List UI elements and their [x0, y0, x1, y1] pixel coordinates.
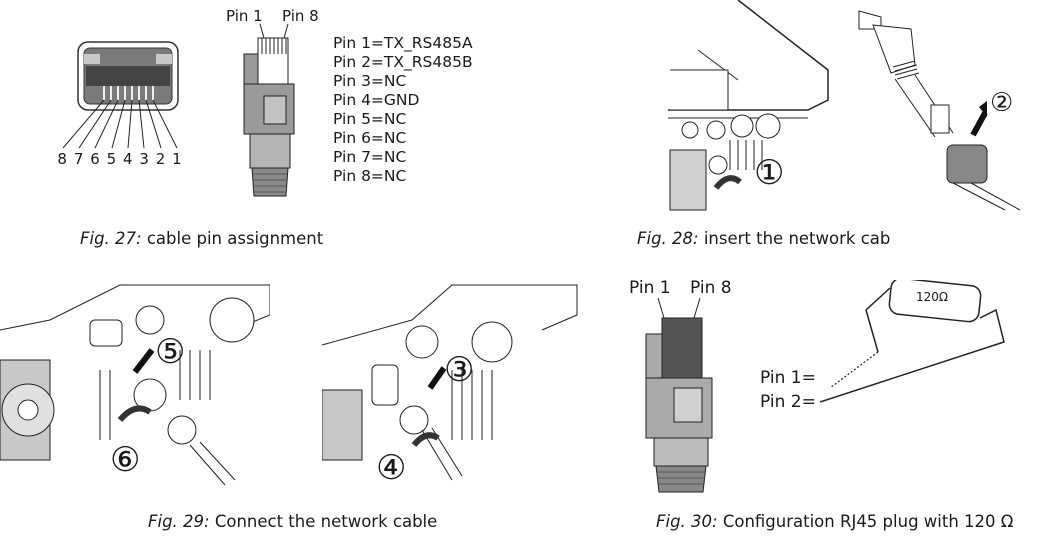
rj45-plug-illustration [243, 24, 295, 197]
pin-assignment-item: Pin 3=NC [333, 72, 407, 90]
fig27-caption: Fig. 27: cable pin assignment [80, 229, 324, 248]
step-4-badge: ⑥ [110, 440, 141, 480]
step-6-badge: ④ [376, 448, 407, 488]
pin-assignment-item: Pin 5=NC [333, 110, 407, 128]
wire-pin2-label: Pin 2= [760, 392, 816, 412]
inverter-connect-right-illustration [322, 284, 578, 481]
rj45-jack-illustration [62, 41, 179, 149]
step-2-badge: ② [990, 88, 1014, 118]
fig29-caption: Fig. 29: Connect the network cable [148, 512, 438, 531]
cable-gland-illustration [858, 10, 1021, 211]
pin-assignment-item: Pin 1=TX_RS485A [333, 34, 473, 52]
plug-pin1-label: Pin 1 [226, 7, 263, 25]
resistor-value-label: 120Ω [916, 290, 949, 304]
pin-assignment-item: Pin 4=GND [333, 91, 420, 109]
inverter-connect-left-illustration [0, 284, 270, 486]
fig30-rj45-plug-illustration [645, 298, 713, 493]
fig30-plug-pin1-label: Pin 1 [629, 278, 671, 298]
pin-assignment-item: Pin 7=NC [333, 148, 407, 166]
step-5-badge: ③ [444, 350, 475, 390]
pin-assignment-item: Pin 6=NC [333, 129, 407, 147]
step-1-badge: ① [754, 153, 785, 193]
wire-pin1-label: Pin 1= [760, 368, 816, 388]
resistor-wiring-illustration [820, 280, 1005, 403]
inverter-insert-illustration [668, 0, 829, 211]
step-3-badge: ⑤ [155, 332, 186, 372]
pin-assignment-item: Pin 2=TX_RS485B [333, 53, 473, 71]
fig30-plug-pin8-label: Pin 8 [690, 278, 732, 298]
plug-pin8-label: Pin 8 [282, 7, 319, 25]
fig30-caption: Fig. 30: Configuration RJ45 plug with 12… [656, 512, 1014, 531]
pin-assignment-item: Pin 8=NC [333, 167, 407, 185]
fig28-caption: Fig. 28: insert the network cab [637, 229, 891, 248]
pin-assignment-list: Pin 1=TX_RS485A Pin 2=TX_RS485B Pin 3=NC… [333, 34, 473, 186]
